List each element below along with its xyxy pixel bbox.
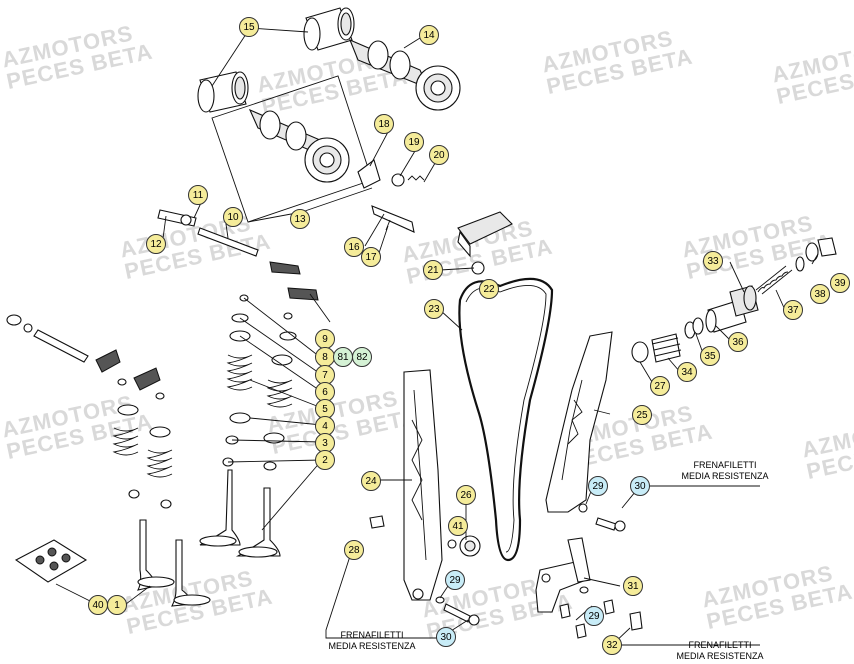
callout-2[interactable]: 2 xyxy=(315,450,335,470)
chain-guide-lower xyxy=(535,537,591,613)
rocker-arms xyxy=(6,261,319,391)
callout-23[interactable]: 23 xyxy=(424,299,444,319)
callout-11[interactable]: 11 xyxy=(188,185,208,205)
exhaust-camshaft xyxy=(348,38,461,111)
callout-29-bottom[interactable]: 29 xyxy=(584,606,604,626)
callout-34[interactable]: 34 xyxy=(677,362,697,382)
callout-10[interactable]: 10 xyxy=(223,207,243,227)
callout-24[interactable]: 24 xyxy=(361,471,381,491)
callout-30-left[interactable]: 30 xyxy=(436,627,456,647)
callout-38[interactable]: 38 xyxy=(810,284,830,304)
callout-13[interactable]: 13 xyxy=(290,209,310,229)
callout-20[interactable]: 20 xyxy=(429,145,449,165)
callout-35[interactable]: 35 xyxy=(700,346,720,366)
chain-guide-left xyxy=(403,369,443,601)
callout-9[interactable]: 9 xyxy=(315,329,335,349)
chain-tensioner-guide xyxy=(545,331,613,513)
callout-1[interactable]: 1 xyxy=(107,595,127,615)
callout-19[interactable]: 19 xyxy=(404,132,424,152)
callout-40[interactable]: 40 xyxy=(88,595,108,615)
callout-41[interactable]: 41 xyxy=(448,516,468,536)
callout-29-right[interactable]: 29 xyxy=(588,476,608,496)
bolts xyxy=(369,515,643,639)
callout-30-right[interactable]: 30 xyxy=(630,476,650,496)
callout-82[interactable]: 82 xyxy=(352,347,372,367)
callout-31[interactable]: 31 xyxy=(623,576,643,596)
callout-25[interactable]: 25 xyxy=(632,405,652,425)
callout-32[interactable]: 32 xyxy=(602,635,622,655)
callout-33[interactable]: 33 xyxy=(703,251,723,271)
roller-bearing-lower xyxy=(197,71,249,113)
callout-14[interactable]: 14 xyxy=(419,25,439,45)
callout-12[interactable]: 12 xyxy=(146,234,166,254)
valve-train-center xyxy=(199,294,253,547)
leader-lines xyxy=(55,27,819,646)
callout-81[interactable]: 81 xyxy=(333,347,353,367)
callout-16[interactable]: 16 xyxy=(344,237,364,257)
timing-chain xyxy=(458,277,554,562)
callout-37[interactable]: 37 xyxy=(783,300,803,320)
valve-train-left xyxy=(112,378,211,607)
callout-21[interactable]: 21 xyxy=(423,260,443,280)
callout-39[interactable]: 39 xyxy=(830,273,850,293)
callout-22[interactable]: 22 xyxy=(479,279,499,299)
rocker-shaft-assembly xyxy=(157,209,259,257)
callout-28[interactable]: 28 xyxy=(344,540,364,560)
decompressor-parts xyxy=(357,159,425,233)
callout-36[interactable]: 36 xyxy=(728,332,748,352)
cam-chain-tensioner-shoe-top xyxy=(457,211,513,275)
shim-kit xyxy=(14,539,88,583)
callout-15[interactable]: 15 xyxy=(239,17,259,37)
valve-train-right xyxy=(235,312,297,558)
callout-27[interactable]: 27 xyxy=(650,376,670,396)
callout-29-left[interactable]: 29 xyxy=(445,570,465,590)
tensioner-pivot xyxy=(447,535,481,557)
callout-18[interactable]: 18 xyxy=(374,114,394,134)
roller-bearing-upper xyxy=(303,7,355,51)
callout-17[interactable]: 17 xyxy=(361,247,381,267)
callout-8[interactable]: 8 xyxy=(315,347,335,367)
callout-26[interactable]: 26 xyxy=(456,485,476,505)
hydraulic-tensioner xyxy=(631,237,837,363)
